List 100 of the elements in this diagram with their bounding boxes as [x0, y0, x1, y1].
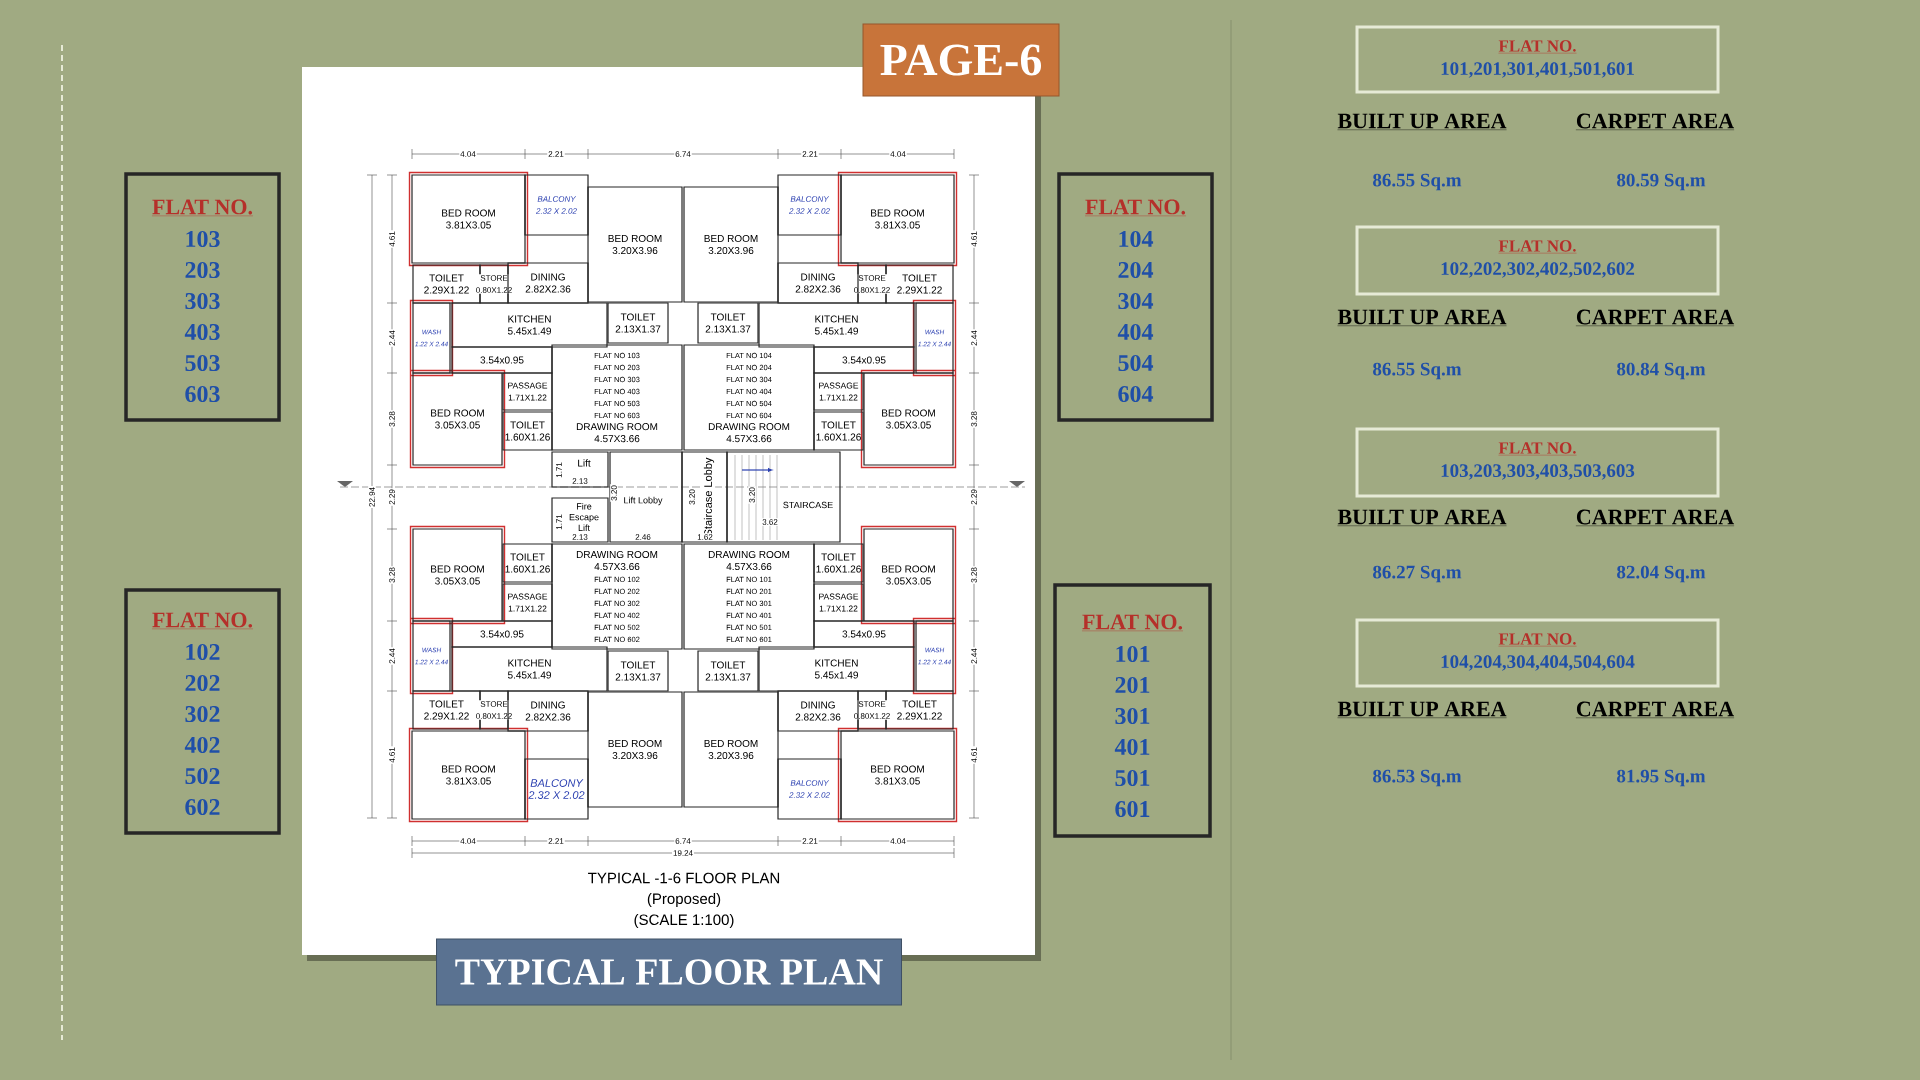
dimension-label: 3.28 [970, 410, 978, 428]
area-value: 86.27 Sq.m [1373, 565, 1462, 583]
dimension-label: 6.74 [674, 837, 692, 845]
room: BED ROOM 3.05X3.05 [412, 372, 503, 466]
dimension-label: 2.13 [571, 533, 589, 541]
area-heading: BUILT UP AREA [1337, 309, 1507, 326]
dimension-label: 2.44 [388, 329, 396, 347]
room: BALCONY 2.32 X 2.02 [524, 758, 589, 820]
area-value: 86.53 Sq.m [1373, 769, 1462, 787]
dimension-label: 4.61 [970, 746, 978, 764]
dimension-label: 4.61 [388, 230, 396, 248]
dimension-label: 4.04 [459, 150, 477, 158]
area-heading: BUILT UP AREA [1337, 509, 1507, 526]
dimension-label: 2.13 [571, 477, 589, 485]
room: 3.54x0.95 [451, 346, 553, 374]
room: KITCHEN 5.45x1.49 [451, 302, 608, 348]
room: KITCHEN 5.45x1.49 [758, 302, 915, 348]
flat-number-box: FLAT NO. 101 201 301 401 501 601 [1053, 583, 1212, 838]
area-value: 81.95 Sq.m [1617, 769, 1706, 787]
plan-caption: TYPICAL -1-6 FLOOR PLAN [588, 872, 780, 884]
dimension-label: 4.04 [889, 150, 907, 158]
room: 3.54x0.95 [813, 346, 915, 374]
dimension-label: 3.28 [970, 566, 978, 584]
room: PASSAGE 1.71X1.22 [813, 583, 864, 622]
area-heading: BUILT UP AREA [1337, 701, 1507, 718]
room: KITCHEN 5.45x1.49 [758, 646, 915, 692]
room: PASSAGE 1.71X1.22 [813, 372, 864, 411]
room: TOILET 2.13X1.37 [697, 302, 759, 344]
title-banner: TYPICAL FLOOR PLAN [436, 938, 902, 1006]
dimension-label: 3.28 [388, 410, 396, 428]
room: KITCHEN 5.45x1.49 [451, 646, 608, 692]
flat-number-panel: FLAT NO. 104,204,304,404,504,604 BUILT UP AREA CARPET AREA 86.53 Sq.m 81.95 Sq.m [1337, 618, 1735, 787]
dimension-label: 19.24 [672, 849, 694, 857]
room: BED ROOM 3.05X3.05 [863, 528, 954, 622]
area-value: 82.04 Sq.m [1617, 565, 1706, 583]
dimension-label: 4.61 [388, 746, 396, 764]
dimension-label: 4.61 [970, 230, 978, 248]
room: TOILET 1.60X1.26 [813, 543, 864, 583]
dimension-label: 22.94 [368, 486, 376, 508]
room: BALCONY 2.32 X 2.02 [777, 758, 842, 820]
area-value: 80.84 Sq.m [1617, 362, 1706, 380]
room: BED ROOM 3.81X3.05 [840, 730, 955, 820]
dimension-label: 2.29 [388, 488, 396, 506]
room: PASSAGE 1.71X1.22 [502, 372, 553, 411]
area-value: 80.59 Sq.m [1617, 173, 1706, 191]
dimension-label: 1.71 [555, 461, 563, 479]
room: TOILET 1.60X1.26 [502, 411, 553, 451]
room: BED ROOM 3.20X3.96 [683, 691, 779, 808]
dimension-label: 3.62 [761, 518, 779, 526]
dimension-label: 2.21 [801, 150, 819, 158]
room: BED ROOM 3.81X3.05 [840, 174, 955, 264]
room: 3.54x0.95 [813, 620, 915, 648]
dimension-label: 2.46 [634, 533, 652, 541]
room: STORE 0.80X1.22 [852, 264, 892, 304]
dimension-label: 3.28 [388, 566, 396, 584]
room: BED ROOM 3.20X3.96 [587, 186, 683, 303]
dimension-label: 2.44 [388, 647, 396, 665]
dimension-label: 4.04 [889, 837, 907, 845]
flat-number-panel: FLAT NO. 102,202,302,402,502,602 BUILT UP AREA CARPET AREA 86.55 Sq.m 80.84 Sq.m [1337, 225, 1735, 380]
dimension-label: 2.21 [547, 150, 565, 158]
area-value: 86.55 Sq.m [1373, 362, 1462, 380]
room: BALCONY 2.32 X 2.02 [777, 174, 842, 236]
room: BED ROOM 3.05X3.05 [412, 528, 503, 622]
area-heading: CARPET AREA [1575, 309, 1735, 326]
dimension-label: 2.21 [547, 837, 565, 845]
area-heading: CARPET AREA [1575, 509, 1735, 526]
dimension-label: 3.20 [748, 486, 756, 504]
room: BED ROOM 3.20X3.96 [587, 691, 683, 808]
room: TOILET 2.13X1.37 [607, 650, 669, 692]
dimension-label: 2.29 [970, 488, 978, 506]
dimension-label: 1.62 [696, 533, 714, 541]
flat-number-box: FLAT NO. 102 202 302 402 502 602 [124, 588, 281, 835]
plan-caption: (Proposed) [647, 893, 721, 907]
area-heading: BUILT UP AREA [1337, 113, 1507, 130]
room: STORE 0.80X1.22 [474, 264, 514, 304]
dimension-label: 2.44 [970, 647, 978, 665]
area-heading: CARPET AREA [1575, 701, 1735, 718]
room: TOILET 2.13X1.37 [697, 650, 759, 692]
dimension-label: 6.74 [674, 150, 692, 158]
dimension-label: 3.20 [688, 488, 696, 506]
room: 3.54x0.95 [451, 620, 553, 648]
flat-number-panel: FLAT NO. 101,201,301,401,501,601 BUILT UP AREA CARPET AREA 86.55 Sq.m 80.59 Sq.m [1337, 25, 1735, 191]
room: TOILET 1.60X1.26 [502, 543, 553, 583]
area-value: 86.55 Sq.m [1373, 173, 1462, 191]
flat-number-box: FLAT NO. 104 204 304 404 504 604 [1057, 172, 1214, 422]
room: STORE 0.80X1.22 [852, 690, 892, 730]
room: PASSAGE 1.71X1.22 [502, 583, 553, 622]
room: BED ROOM 3.81X3.05 [411, 730, 526, 820]
dimension-label: 2.21 [801, 837, 819, 845]
room: TOILET 2.13X1.37 [607, 302, 669, 344]
page-badge: PAGE-6 [862, 23, 1060, 97]
plan-caption: (SCALE 1:100) [634, 914, 734, 928]
room: STORE 0.80X1.22 [474, 690, 514, 730]
dimension-label: 4.04 [459, 837, 477, 845]
room: BALCONY 2.32 X 2.02 [524, 174, 589, 236]
flat-number-panel: FLAT NO. 103,203,303,403,503,603 BUILT UP AREA CARPET AREA 86.27 Sq.m 82.04 Sq.m [1337, 427, 1735, 583]
dimension-label: 2.44 [970, 329, 978, 347]
dimension-label: 3.20 [610, 484, 618, 502]
flat-number-box: FLAT NO. 103 203 303 403 503 603 [124, 172, 281, 422]
area-heading: CARPET AREA [1575, 113, 1735, 130]
